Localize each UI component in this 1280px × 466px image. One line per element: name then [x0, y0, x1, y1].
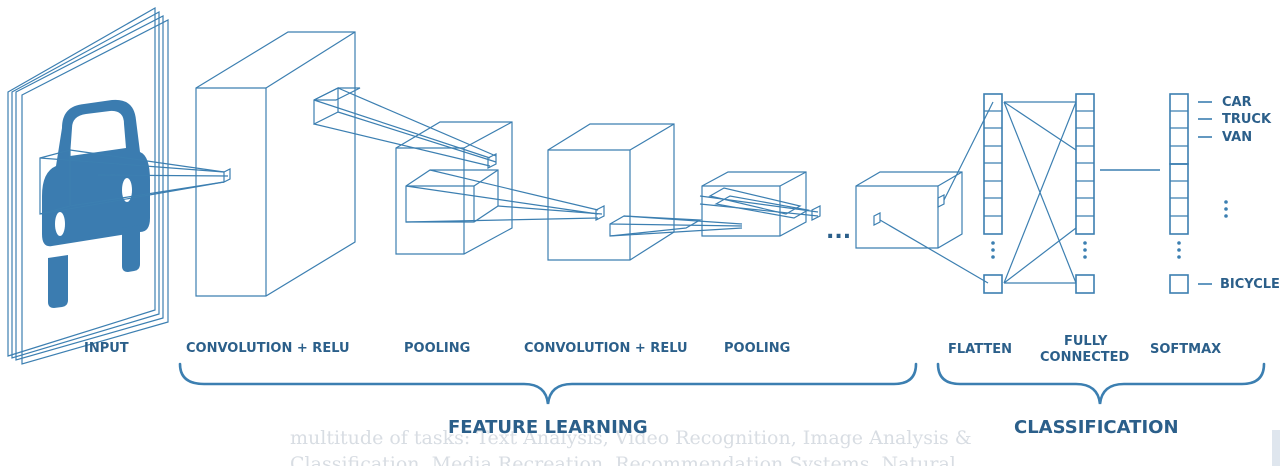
- softmax-vector: [1169, 93, 1189, 294]
- pool1-to-conv2-lines: [405, 169, 603, 223]
- input-image-stack: [7, 6, 169, 365]
- fully-connected-vector: [1075, 93, 1095, 294]
- label-flatten: FLATTEN: [948, 342, 1012, 357]
- label-pool1: POOLING: [404, 341, 470, 356]
- label-conv1: CONVOLUTION + RELU: [186, 341, 350, 356]
- scroll-edge: [1272, 430, 1280, 466]
- map-to-flatten-line-top: [943, 101, 994, 201]
- output-label-car: CAR: [1222, 95, 1252, 110]
- label-input: INPUT: [84, 341, 129, 356]
- label-conv2: CONVOLUTION + RELU: [524, 341, 688, 356]
- label-classification: CLASSIFICATION: [1014, 417, 1179, 438]
- label-pool2: POOLING: [724, 341, 790, 356]
- conv2-to-pool2-lines: [609, 215, 743, 237]
- output-label-bicycle: BICYCLE: [1220, 277, 1280, 292]
- pool1-feature-map: [395, 121, 513, 255]
- label-connected: CONNECTED: [1040, 350, 1130, 365]
- car-icon: [39, 99, 150, 308]
- output-label-van: VAN: [1222, 130, 1252, 145]
- label-fully: FULLY: [1064, 334, 1108, 349]
- ellipsis: ...: [826, 219, 851, 244]
- last-feature-map: [855, 171, 963, 249]
- conv1-to-pool1-lines: [313, 87, 497, 167]
- pool2-feature-map: [699, 171, 821, 237]
- output-label-truck: TRUCK: [1222, 112, 1272, 127]
- background-text-line1: multitude of tasks: Text Analysis, Video…: [290, 427, 972, 449]
- classification-brace: [936, 362, 1266, 405]
- feature-learning-brace: [178, 362, 918, 405]
- conv2-feature-map: [547, 123, 703, 261]
- map-to-flatten-line-bottom: [879, 219, 989, 284]
- output-labels: CAR TRUCK VAN BICYCLE: [1198, 95, 1280, 292]
- label-softmax: SOFTMAX: [1150, 342, 1221, 357]
- label-feature-learning: FEATURE LEARNING: [448, 417, 648, 438]
- flatten-to-fc-lines: [1003, 101, 1077, 284]
- conv1-feature-map: [195, 31, 361, 297]
- flatten-vector: [983, 93, 1003, 294]
- background-text-line2: Classification, Media Recreation, Recomm…: [290, 453, 956, 466]
- input-to-conv1-lines: [39, 149, 229, 215]
